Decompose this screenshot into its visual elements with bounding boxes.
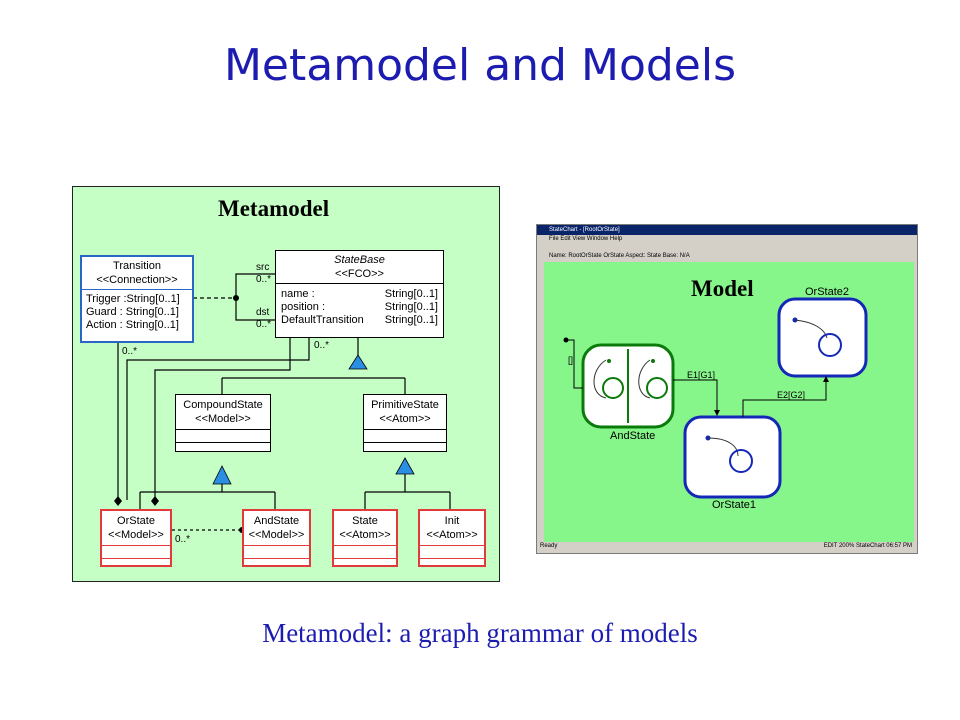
edge-e1-label: E1[G1] bbox=[687, 370, 716, 380]
transition-name: Transition bbox=[113, 260, 161, 272]
compoundstate-class: CompoundState <<Model>> bbox=[175, 394, 271, 452]
init-edge-label: [] bbox=[568, 355, 574, 365]
status-left: Ready bbox=[540, 543, 558, 549]
transition-stereotype: <<Connection>> bbox=[96, 274, 178, 286]
orstate2-label: OrState2 bbox=[805, 286, 850, 298]
orstate-name: OrState bbox=[117, 515, 155, 527]
src-mult: 0..* bbox=[256, 274, 272, 285]
statebase-attr-default: DefaultTransition bbox=[281, 314, 364, 326]
init-class: Init <<Atom>> bbox=[418, 509, 486, 567]
orstate1-node bbox=[683, 415, 782, 499]
primitivestate-name: PrimitiveState bbox=[371, 399, 439, 411]
statebase-attr-position: position : bbox=[281, 301, 326, 313]
transition-attr-guard: Guard : String[0..1] bbox=[86, 306, 179, 318]
transition-class: Transition <<Connection>> Trigger :Strin… bbox=[80, 255, 194, 343]
andstate-class: AndState <<Model>> bbox=[242, 509, 311, 567]
statebase-attr-name-type: String[0..1] bbox=[384, 288, 438, 300]
edge-e2-label: E2[G2] bbox=[777, 390, 806, 400]
compoundstate-stereotype: <<Model>> bbox=[195, 413, 251, 425]
dst-mult: 0..* bbox=[256, 319, 272, 330]
init-stereotype: <<Atom>> bbox=[426, 529, 478, 541]
metamodel-label: Metamodel bbox=[218, 196, 330, 221]
primitivestate-stereotype: <<Atom>> bbox=[379, 413, 431, 425]
model-window-titlebar: StateChart - [RootOrState] bbox=[537, 225, 917, 235]
andstate-label: AndState bbox=[610, 430, 656, 442]
model-window-attributes: Name: RootOrState OrState Aspect: State … bbox=[549, 253, 690, 259]
statebase-stereotype: <<FCO>> bbox=[335, 268, 384, 280]
andstate-name: AndState bbox=[253, 515, 300, 527]
model-window-menu[interactable]: File Edit View Window Help bbox=[549, 236, 623, 242]
state-name: State bbox=[352, 515, 378, 527]
compoundstate-name: CompoundState bbox=[183, 399, 263, 411]
slide-caption: Metamodel: a graph grammar of models bbox=[262, 618, 698, 648]
andstate-stereotype: <<Model>> bbox=[248, 529, 305, 541]
model-statusbar: Ready EDIT 200% StateChart 06:57 PM bbox=[536, 543, 916, 552]
primitivestate-class: PrimitiveState <<Atom>> bbox=[363, 394, 447, 452]
init-name: Init bbox=[444, 515, 460, 527]
transition-mult: 0..* bbox=[122, 346, 138, 357]
slide-title: Metamodel and Models bbox=[223, 40, 737, 91]
state-stereotype: <<Atom>> bbox=[339, 529, 391, 541]
orstate-and-mult: 0..* bbox=[175, 534, 191, 545]
statebase-mult: 0..* bbox=[314, 340, 330, 351]
orstate-class: OrState <<Model>> bbox=[100, 509, 172, 567]
statebase-class: StateBase <<FCO>> name : String[0..1] pos… bbox=[275, 250, 444, 338]
statebase-name: StateBase bbox=[334, 254, 385, 266]
transition-attr-action: Action : String[0..1] bbox=[86, 319, 179, 331]
model-label: Model bbox=[691, 276, 754, 301]
statebase-attr-position-type: String[0..1] bbox=[384, 301, 438, 313]
statebase-attr-name: name : bbox=[281, 288, 315, 300]
status-right: EDIT 200% StateChart 06:57 PM bbox=[823, 543, 912, 549]
orstate-stereotype: <<Model>> bbox=[108, 529, 164, 541]
src-label: src bbox=[256, 262, 270, 273]
dst-label: dst bbox=[256, 307, 270, 318]
state-class: State <<Atom>> bbox=[332, 509, 398, 567]
transition-attr-trigger: Trigger :String[0..1] bbox=[86, 293, 180, 305]
orstate1-label: OrState1 bbox=[712, 499, 757, 511]
statebase-attr-default-type: String[0..1] bbox=[384, 314, 438, 326]
